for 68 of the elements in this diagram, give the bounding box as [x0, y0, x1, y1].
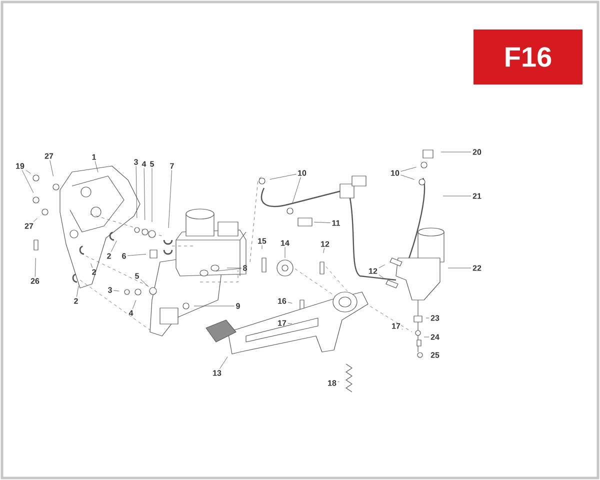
- leader-line: [127, 254, 146, 256]
- callout-number: 19: [16, 163, 24, 169]
- callout-number: 24: [430, 334, 440, 340]
- leader-line: [288, 302, 292, 304]
- callout-number: 16: [278, 298, 286, 304]
- leader-line: [338, 381, 340, 382]
- leader-line: [94, 160, 98, 173]
- leader-line: [22, 170, 34, 194]
- badge: F16: [474, 30, 582, 84]
- callout-number: 17: [392, 323, 400, 329]
- leader-line: [424, 336, 430, 338]
- leader-line: [110, 240, 117, 252]
- callout-number: 10: [391, 170, 400, 176]
- leader-line: [378, 264, 386, 268]
- leader-line: [136, 166, 138, 218]
- callout-number: 3: [134, 159, 138, 165]
- callout-number: 25: [430, 352, 440, 358]
- leader-line: [323, 248, 324, 254]
- leader-line: [140, 279, 149, 288]
- leader-line: [33, 218, 38, 222]
- callout-number: 3: [108, 287, 112, 293]
- callout-number: 10: [298, 170, 306, 176]
- callout-number: 18: [328, 380, 336, 386]
- leader-line: [50, 160, 54, 176]
- leader-line: [400, 166, 417, 172]
- callout-number: 12: [369, 268, 378, 274]
- leader-line: [34, 258, 36, 277]
- leader-line: [292, 177, 301, 204]
- leader-line: [113, 290, 120, 292]
- callout-number: 4: [142, 161, 146, 167]
- callout-number: 13: [213, 370, 222, 376]
- callout-number: 21: [472, 193, 482, 199]
- callout-number: 26: [30, 278, 40, 284]
- callout-number: 22: [472, 265, 482, 271]
- leader-line: [144, 168, 146, 220]
- callout-number: 1: [92, 154, 96, 160]
- callout-number: 15: [258, 238, 266, 244]
- leader-line: [284, 246, 286, 258]
- callout-number: 2: [107, 253, 111, 259]
- leader-line: [76, 286, 79, 298]
- callout-number: 11: [332, 220, 340, 226]
- leader-line: [220, 356, 228, 369]
- leader-line: [314, 222, 331, 223]
- callout-number: 4: [128, 310, 134, 316]
- callout-number: 17: [278, 320, 286, 326]
- leader-line: [168, 170, 172, 228]
- callout-number: 27: [44, 153, 54, 159]
- callout-number: 5: [150, 161, 154, 167]
- callout-number: 27: [24, 223, 34, 229]
- leader-line: [378, 274, 384, 278]
- callout-number: 7: [170, 163, 174, 169]
- callout-number: 8: [243, 265, 247, 271]
- leader-line: [270, 174, 296, 180]
- callout-number: 14: [281, 240, 290, 246]
- callout-number: 20: [472, 149, 482, 155]
- leader-line: [132, 300, 136, 310]
- leader-line: [26, 170, 31, 174]
- callout-number: 2: [92, 269, 96, 275]
- callout-number: 5: [135, 273, 139, 279]
- callout-number: 2: [74, 298, 78, 304]
- leader-line: [288, 323, 292, 324]
- callout-number: 9: [236, 303, 240, 309]
- callout-number: 12: [321, 241, 330, 247]
- callout-number: 23: [430, 315, 440, 321]
- leader-line: [216, 268, 242, 272]
- leader-line: [400, 174, 415, 180]
- leader-line: [90, 263, 93, 268]
- callout-number: 6: [122, 253, 126, 259]
